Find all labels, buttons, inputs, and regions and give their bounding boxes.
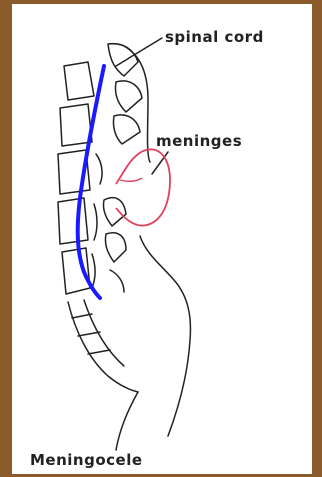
diagram-caption: Meningocele xyxy=(30,451,143,469)
meningocele-diagram xyxy=(12,4,312,474)
meninges-inner xyxy=(120,178,142,181)
lower-contour xyxy=(116,392,138,450)
spinal-cord-label: spinal cord xyxy=(165,28,264,46)
meninges-pointer xyxy=(152,152,168,174)
diagram-panel: spinal cord meninges Meningocele xyxy=(12,4,312,474)
meninges-label: meninges xyxy=(156,132,242,150)
